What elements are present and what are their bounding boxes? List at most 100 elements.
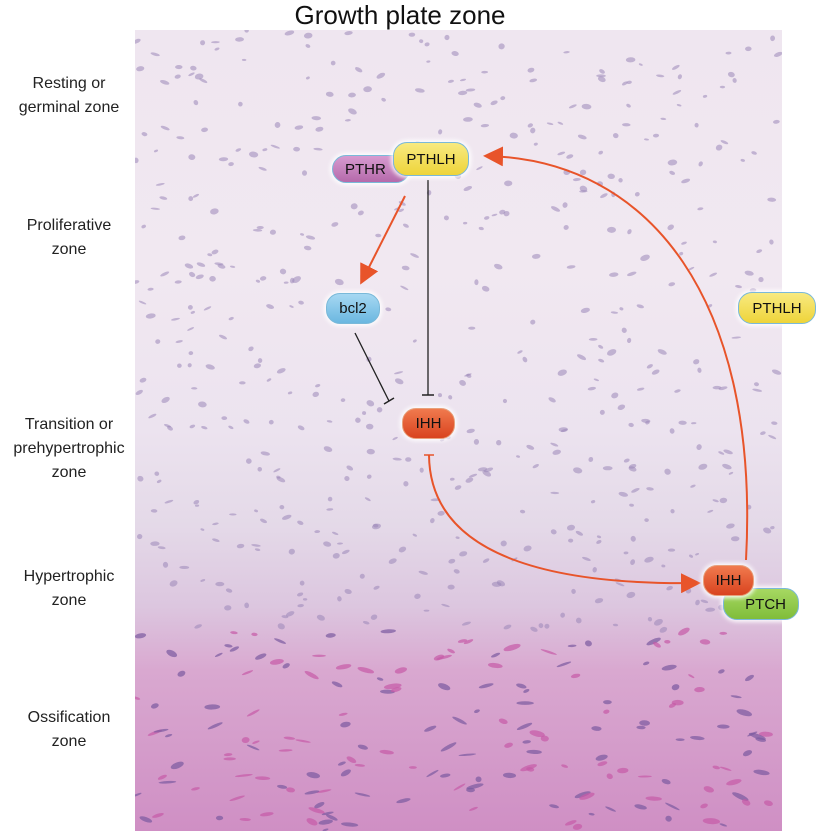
- cell-mark: [523, 545, 532, 552]
- cell-mark: [426, 769, 439, 778]
- cell-mark: [730, 695, 742, 699]
- cell-mark: [153, 728, 169, 733]
- cell-mark: [190, 65, 197, 71]
- cell-mark: [276, 368, 286, 374]
- cell-mark: [241, 58, 247, 62]
- cell-mark: [260, 451, 271, 456]
- cell-mark: [453, 569, 460, 574]
- cell-mark: [636, 304, 644, 309]
- cell-mark: [170, 761, 184, 770]
- cell-mark: [398, 208, 405, 213]
- cell-mark: [637, 775, 652, 778]
- cell-mark: [174, 74, 181, 79]
- cell-mark: [465, 477, 474, 483]
- cell-mark: [598, 150, 604, 155]
- cell-mark: [631, 487, 640, 493]
- cell-mark: [618, 178, 623, 183]
- cell-mark: [246, 744, 260, 751]
- cell-mark: [566, 524, 576, 531]
- cell-mark: [636, 725, 646, 730]
- cell-mark: [697, 367, 702, 373]
- cell-mark: [210, 208, 219, 215]
- cell-mark: [135, 157, 139, 164]
- cell-mark: [388, 558, 397, 564]
- cell-mark: [262, 148, 268, 152]
- cell-mark: [447, 584, 455, 590]
- cell-mark: [255, 279, 261, 283]
- cell-mark: [218, 334, 228, 340]
- cell-mark: [671, 684, 680, 691]
- cell-mark: [403, 223, 409, 228]
- cell-mark: [718, 669, 725, 674]
- cell-mark: [719, 497, 728, 504]
- cell-mark: [582, 556, 591, 561]
- zone-line: zone: [51, 592, 87, 609]
- cell-mark: [463, 186, 473, 191]
- cell-mark: [676, 104, 682, 107]
- cell-mark: [461, 621, 471, 626]
- cell-mark: [315, 126, 324, 132]
- cell-mark: [645, 420, 650, 425]
- arrow-ihh-to-ptch: [428, 454, 701, 594]
- cell-mark: [279, 505, 285, 510]
- cell-mark: [224, 644, 233, 648]
- cell-mark: [443, 215, 449, 221]
- ihh-bound-badge: IHH: [703, 565, 754, 596]
- cell-mark: [551, 206, 561, 212]
- cell-mark: [609, 272, 619, 277]
- cell-mark: [504, 180, 513, 187]
- inhibit-bcl2-to-ihh: [354, 332, 395, 405]
- cell-mark: [225, 588, 233, 593]
- cell-mark: [344, 119, 351, 122]
- cell-mark: [348, 92, 356, 98]
- cell-mark: [304, 790, 320, 795]
- cell-mark: [726, 523, 735, 529]
- cell-mark: [419, 467, 424, 473]
- cell-mark: [141, 224, 146, 229]
- cell-mark: [229, 513, 237, 516]
- cell-mark: [228, 162, 234, 167]
- cell-mark: [299, 233, 305, 236]
- cell-mark: [230, 631, 238, 635]
- cell-mark: [718, 604, 725, 611]
- cell-mark: [325, 91, 334, 97]
- cell-mark: [268, 419, 274, 425]
- cell-mark: [665, 815, 672, 822]
- cell-mark: [563, 225, 569, 230]
- cell-mark: [463, 639, 474, 645]
- cell-mark: [719, 85, 726, 89]
- cell-mark: [327, 496, 333, 502]
- cell-mark: [619, 307, 624, 311]
- cell-mark: [672, 64, 680, 70]
- cell-mark: [305, 235, 316, 240]
- zone-line: Proliferative: [26, 217, 112, 234]
- cell-mark: [169, 580, 178, 587]
- cell-mark: [297, 592, 304, 597]
- cell-mark: [577, 134, 587, 140]
- cell-mark: [192, 193, 200, 198]
- cell-mark: [344, 30, 353, 36]
- cell-mark: [732, 792, 749, 802]
- cell-mark: [568, 104, 577, 109]
- cell-mark: [571, 588, 576, 594]
- cell-mark: [530, 319, 536, 325]
- cell-mark: [736, 709, 753, 717]
- cell-mark: [198, 401, 207, 408]
- zone-line: Resting or: [32, 75, 106, 92]
- cell-mark: [150, 207, 161, 210]
- cell-mark: [546, 122, 554, 125]
- cell-mark: [302, 598, 308, 601]
- cell-mark: [433, 654, 445, 661]
- cell-mark: [482, 558, 490, 563]
- cell-mark: [359, 573, 365, 579]
- cell-mark: [575, 617, 582, 624]
- cell-mark: [744, 674, 754, 682]
- cell-mark: [147, 287, 154, 291]
- cell-mark: [295, 739, 311, 743]
- cell-mark: [675, 738, 685, 741]
- cell-mark: [463, 221, 468, 225]
- cell-mark: [591, 726, 602, 731]
- cell-mark: [289, 277, 295, 284]
- cell-mark: [629, 503, 634, 507]
